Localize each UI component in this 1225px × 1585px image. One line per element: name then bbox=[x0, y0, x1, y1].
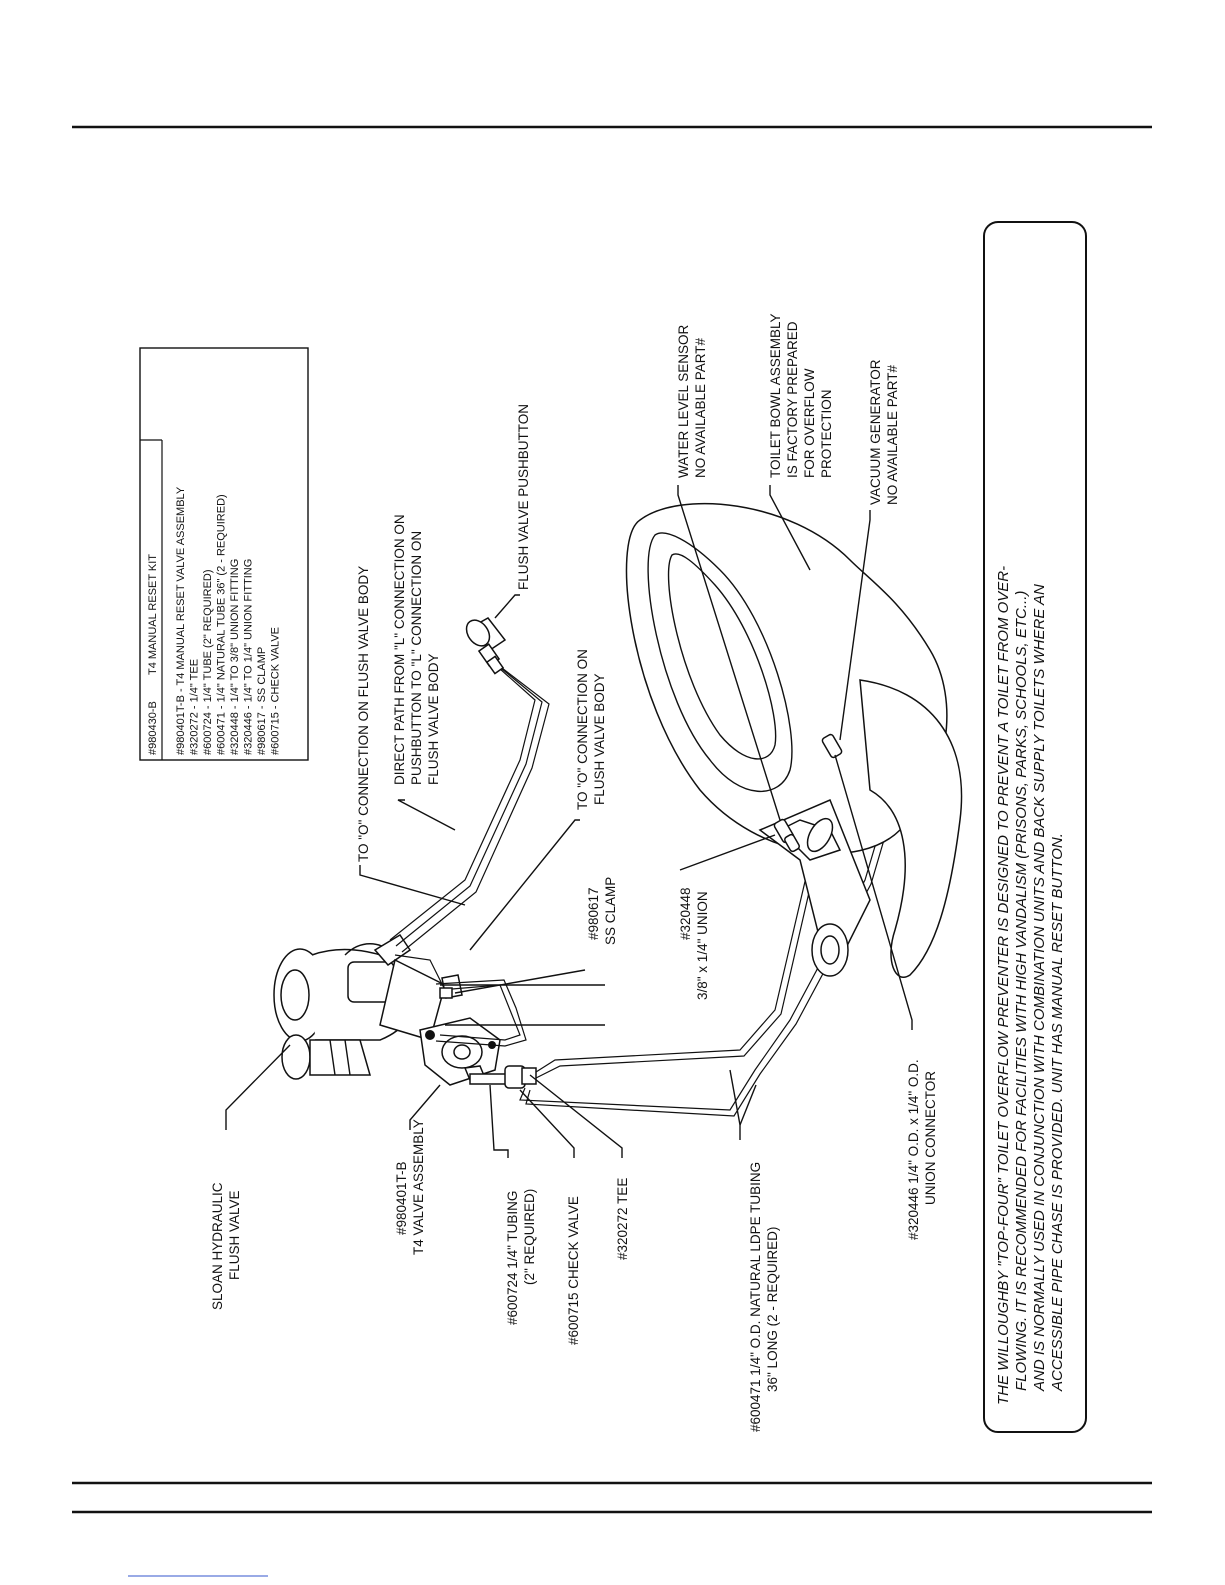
svg-text:3/8" x 1/4" UNION: 3/8" x 1/4" UNION bbox=[695, 891, 710, 1000]
tee-fitting bbox=[521, 1067, 537, 1085]
svg-text:FLUSH VALVE: FLUSH VALVE bbox=[227, 1190, 242, 1280]
svg-text:TOILET BOWL ASSEMBLY: TOILET BOWL ASSEMBLY bbox=[768, 313, 783, 478]
svg-text:PROTECTION: PROTECTION bbox=[819, 389, 834, 478]
label-flush-valve: SLOAN HYDRAULIC FLUSH VALVE bbox=[210, 1182, 242, 1310]
svg-text:PUSHBUTTON TO "L" CONNECTION O: PUSHBUTTON TO "L" CONNECTION ON bbox=[409, 531, 424, 785]
label-vacuum: VACUUM GENERATOR NO AVAILABLE PART# bbox=[868, 359, 900, 505]
label-water-sensor: WATER LEVEL SENSOR NO AVAILABLE PART# bbox=[676, 324, 708, 478]
note-line-1: THE WILLOUGHBY "TOP-FOUR" TOILET OVERFLO… bbox=[995, 566, 1012, 1405]
flush-valve-body bbox=[273, 933, 446, 1080]
label-check-valve: #600715 CHECK VALVE bbox=[566, 1196, 581, 1345]
svg-text:(2" REQUIRED): (2" REQUIRED) bbox=[522, 1189, 537, 1285]
kit-table: #980430-B T4 MANUAL RESET KIT #980401T-B… bbox=[139, 347, 309, 761]
svg-text:FLUSH VALVE BODY: FLUSH VALVE BODY bbox=[426, 653, 441, 785]
svg-text:#600471 1/4" O.D. NATURAL LDPE: #600471 1/4" O.D. NATURAL LDPE TUBING bbox=[748, 1162, 763, 1432]
svg-text:#980401T-B: #980401T-B bbox=[394, 1161, 409, 1235]
union-fittings bbox=[773, 733, 843, 853]
label-clamp: #980617 SS CLAMP bbox=[586, 877, 618, 945]
kit-title-number: #980430-B bbox=[147, 701, 159, 755]
kit-row: #320448 - 1/4" TO 3/8" UNION FITTING bbox=[229, 559, 241, 755]
kit-row: #600715 - CHECK VALVE bbox=[270, 627, 282, 755]
svg-text:VACUUM GENERATOR: VACUUM GENERATOR bbox=[868, 359, 883, 505]
svg-text:WATER LEVEL SENSOR: WATER LEVEL SENSOR bbox=[676, 324, 691, 478]
label-o-connection-2: TO "O" CONNECTION ON FLUSH VALVE BODY bbox=[575, 649, 607, 810]
svg-text:TO "O" CONNECTION ON FLUSH VAL: TO "O" CONNECTION ON FLUSH VALVE BODY bbox=[356, 566, 371, 862]
short-tube bbox=[469, 1073, 511, 1085]
svg-text:36" LONG (2 - REQUIRED): 36" LONG (2 - REQUIRED) bbox=[765, 1227, 780, 1392]
svg-text:UNION CONNECTOR: UNION CONNECTOR bbox=[923, 1071, 938, 1205]
svg-text:DIRECT PATH FROM "L" CONNECTIO: DIRECT PATH FROM "L" CONNECTION ON bbox=[392, 514, 407, 785]
note-line-4: ACCESSIBLE PIPE CHASE IS PROVIDED. UNIT … bbox=[1049, 833, 1066, 1392]
leader-lines bbox=[225, 485, 913, 1158]
label-o-connection-1: TO "O" CONNECTION ON FLUSH VALVE BODY bbox=[356, 566, 371, 862]
svg-text:#320272 TEE: #320272 TEE bbox=[615, 1178, 630, 1260]
svg-text:FLUSH VALVE PUSHBUTTON: FLUSH VALVE PUSHBUTTON bbox=[516, 404, 531, 590]
label-toilet-bowl: TOILET BOWL ASSEMBLY IS FACTORY PREPARED… bbox=[768, 313, 834, 478]
label-tee: #320272 TEE bbox=[615, 1178, 630, 1260]
svg-text:FOR OVERFLOW: FOR OVERFLOW bbox=[802, 368, 817, 478]
label-tubing: #600724 1/4" TUBING (2" REQUIRED) bbox=[505, 1189, 537, 1325]
toilet-bowl bbox=[625, 502, 963, 978]
kit-title-text: T4 MANUAL RESET KIT bbox=[147, 554, 159, 675]
flush-valve-pushbutton bbox=[465, 617, 507, 675]
t4-valve-assembly bbox=[419, 974, 501, 1086]
kit-row: #980401T-B - T4 MANUAL RESET VALVE ASSEM… bbox=[175, 486, 187, 755]
svg-text:#320448: #320448 bbox=[678, 887, 693, 940]
note-line-2: FLOWING. IT IS RECOMMENDED FOR FACILITIE… bbox=[1013, 591, 1030, 1391]
ss-clamp bbox=[439, 984, 605, 1026]
svg-text:NO AVAILABLE PART#: NO AVAILABLE PART# bbox=[885, 364, 900, 505]
svg-text:TO "O" CONNECTION ON: TO "O" CONNECTION ON bbox=[575, 649, 590, 810]
kit-row: #980617 - SS CLAMP bbox=[256, 647, 268, 755]
svg-text:#980617: #980617 bbox=[586, 887, 601, 940]
svg-text:SS CLAMP: SS CLAMP bbox=[603, 877, 618, 945]
label-ldpe-tubing: #600471 1/4" O.D. NATURAL LDPE TUBING 36… bbox=[748, 1162, 780, 1432]
svg-text:SLOAN HYDRAULIC: SLOAN HYDRAULIC bbox=[210, 1182, 225, 1310]
svg-text:IS FACTORY PREPARED: IS FACTORY PREPARED bbox=[785, 321, 800, 478]
kit-row: #600724 - 1/4" TUBE (2" REQUIRED) bbox=[202, 569, 214, 755]
svg-text:#600724 1/4" TUBING: #600724 1/4" TUBING bbox=[505, 1191, 520, 1325]
note-line-3: AND IS NORMALLY USED IN CONJUNCTION WITH… bbox=[1031, 584, 1048, 1392]
label-pushbutton: FLUSH VALVE PUSHBUTTON bbox=[516, 404, 531, 590]
svg-text:T4 VALVE ASSEMBLY: T4 VALVE ASSEMBLY bbox=[411, 1119, 426, 1255]
svg-text:#320446 1/4" O.D. x 1/4" O.D.: #320446 1/4" O.D. x 1/4" O.D. bbox=[906, 1059, 921, 1240]
label-union-connector: #320446 1/4" O.D. x 1/4" O.D. UNION CONN… bbox=[906, 1059, 938, 1240]
label-direct-path: DIRECT PATH FROM "L" CONNECTION ON PUSHB… bbox=[392, 514, 441, 785]
svg-text:FLUSH VALVE BODY: FLUSH VALVE BODY bbox=[592, 673, 607, 805]
kit-row: #320446 - 1/4" TO 1/4" UNION FITTING bbox=[243, 559, 255, 755]
label-t4-valve: #980401T-B T4 VALVE ASSEMBLY bbox=[394, 1119, 426, 1255]
note-box: THE WILLOUGHBY "TOP-FOUR" TOILET OVERFLO… bbox=[983, 221, 1087, 1433]
svg-text:NO AVAILABLE PART#: NO AVAILABLE PART# bbox=[693, 337, 708, 478]
svg-text:#600715 CHECK VALVE: #600715 CHECK VALVE bbox=[566, 1196, 581, 1345]
control-tubing bbox=[389, 659, 550, 1047]
label-union: #320448 3/8" x 1/4" UNION bbox=[678, 887, 710, 1000]
kit-row: #600471 - 1/4" NATURAL TUBE 36" (2 - REQ… bbox=[216, 494, 228, 755]
kit-row: #320272 - 1/4" TEE bbox=[189, 659, 201, 755]
